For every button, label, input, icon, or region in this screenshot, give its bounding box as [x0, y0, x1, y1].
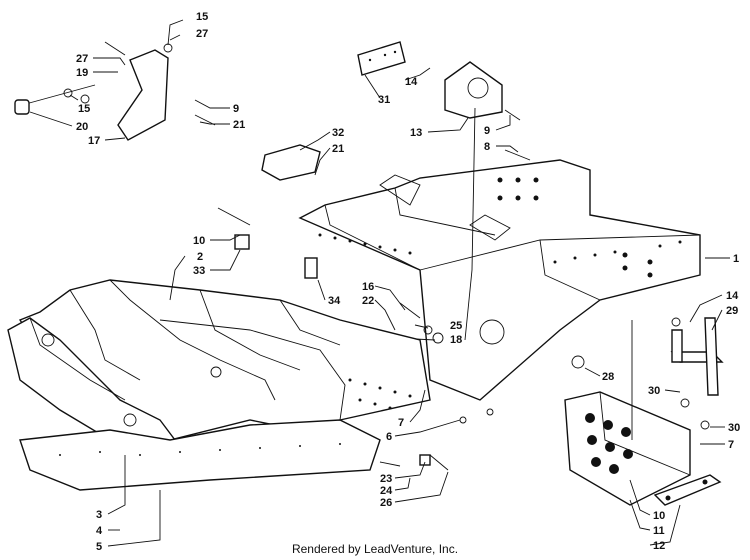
callout-28: 28	[602, 371, 614, 383]
callout-labels: 15 27 27 19 15 9 20 21 17 14 31 13 9 8 3…	[76, 11, 740, 553]
callout-10-lower: 10	[653, 510, 665, 522]
callout-29: 29	[726, 305, 738, 317]
callout-23: 23	[380, 473, 392, 485]
callout-30-left: 30	[648, 385, 660, 397]
skid-plate	[564, 391, 691, 506]
callout-19: 19	[76, 67, 88, 79]
callout-15-left: 15	[78, 103, 90, 115]
callout-22: 22	[362, 295, 374, 307]
callout-17: 17	[88, 135, 100, 147]
callout-24: 24	[380, 485, 393, 497]
belly-pan	[19, 419, 381, 491]
callout-15-top: 15	[196, 11, 208, 23]
callout-7-right: 7	[728, 439, 734, 451]
fasteners	[194, 109, 710, 471]
callout-31: 31	[378, 94, 390, 106]
bracket-29	[670, 317, 724, 396]
callout-13: 13	[410, 127, 422, 139]
callout-21-mid: 21	[332, 143, 344, 155]
callout-27-left: 27	[76, 53, 88, 65]
callout-1: 1	[733, 253, 739, 265]
callout-9-right: 9	[484, 125, 490, 137]
plate-31	[357, 41, 406, 76]
callout-18: 18	[450, 334, 462, 346]
callout-14-top: 14	[405, 76, 418, 88]
callout-9-left: 9	[233, 103, 239, 115]
callout-12: 12	[653, 540, 665, 552]
callout-26: 26	[380, 497, 392, 509]
callout-4: 4	[96, 525, 103, 537]
plate-32	[261, 144, 321, 181]
callout-5: 5	[96, 541, 102, 553]
bracket-17	[14, 41, 173, 141]
callout-32: 32	[332, 127, 344, 139]
callout-10-upper: 10	[193, 235, 205, 247]
bracket-13	[444, 61, 503, 119]
callout-21-left: 21	[233, 119, 245, 131]
callout-7-center: 7	[398, 417, 404, 429]
callout-25: 25	[450, 320, 462, 332]
bracket-12	[653, 474, 722, 506]
callout-2: 2	[197, 251, 203, 263]
callout-16: 16	[362, 281, 374, 293]
callout-11: 11	[653, 525, 665, 537]
callout-30-right: 30	[728, 422, 740, 434]
callout-14-right: 14	[726, 290, 739, 302]
leader-lines	[29, 19, 730, 547]
front-frame	[7, 279, 431, 449]
callout-33: 33	[193, 265, 205, 277]
callout-6: 6	[386, 431, 392, 443]
callout-8: 8	[484, 141, 490, 153]
callout-20: 20	[76, 121, 88, 133]
callout-34: 34	[328, 295, 341, 307]
callout-3: 3	[96, 509, 102, 521]
callout-27-top: 27	[196, 28, 208, 40]
chassis-tunnel	[298, 159, 701, 401]
footer-credit: Rendered by LeadVenture, Inc.	[291, 542, 459, 556]
